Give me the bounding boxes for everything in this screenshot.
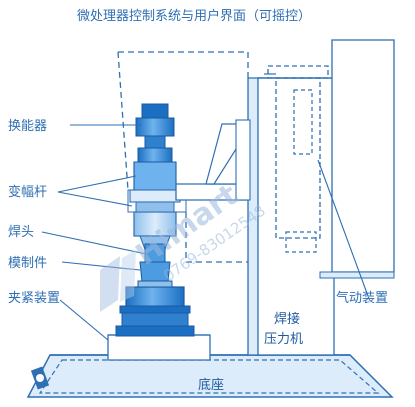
control-box <box>319 39 395 279</box>
label-controller: 微处理器控制系统与用户界面（可摇控） <box>77 8 311 24</box>
leader-lines <box>41 124 369 341</box>
watermark-logo-icon <box>100 250 136 312</box>
adjust-knob-icon <box>30 366 50 390</box>
label-transducer: 换能器 <box>8 119 47 134</box>
fixture-stand <box>107 334 211 361</box>
label-base: 底座 <box>198 377 224 393</box>
horn-weld-head <box>133 211 177 263</box>
clamp-fixture <box>115 286 195 337</box>
label-booster: 变幅杆 <box>8 184 47 200</box>
transducer <box>135 103 175 149</box>
support-arm <box>175 119 251 201</box>
label-fixture: 夹紧装置 <box>8 291 60 306</box>
label-pneumatic: 气动装置 <box>336 290 388 306</box>
label-workpiece: 模制件 <box>8 256 47 271</box>
press-carriage <box>127 189 187 213</box>
label-press-line1: 焊接 <box>274 311 300 327</box>
label-horn: 焊头 <box>8 224 34 240</box>
booster <box>129 147 181 213</box>
pneumatic-cylinder <box>264 65 329 253</box>
label-press-line2: 压力机 <box>264 332 303 347</box>
press-column <box>247 77 335 356</box>
molded-workpiece <box>137 261 173 288</box>
controller-outline <box>117 51 249 263</box>
